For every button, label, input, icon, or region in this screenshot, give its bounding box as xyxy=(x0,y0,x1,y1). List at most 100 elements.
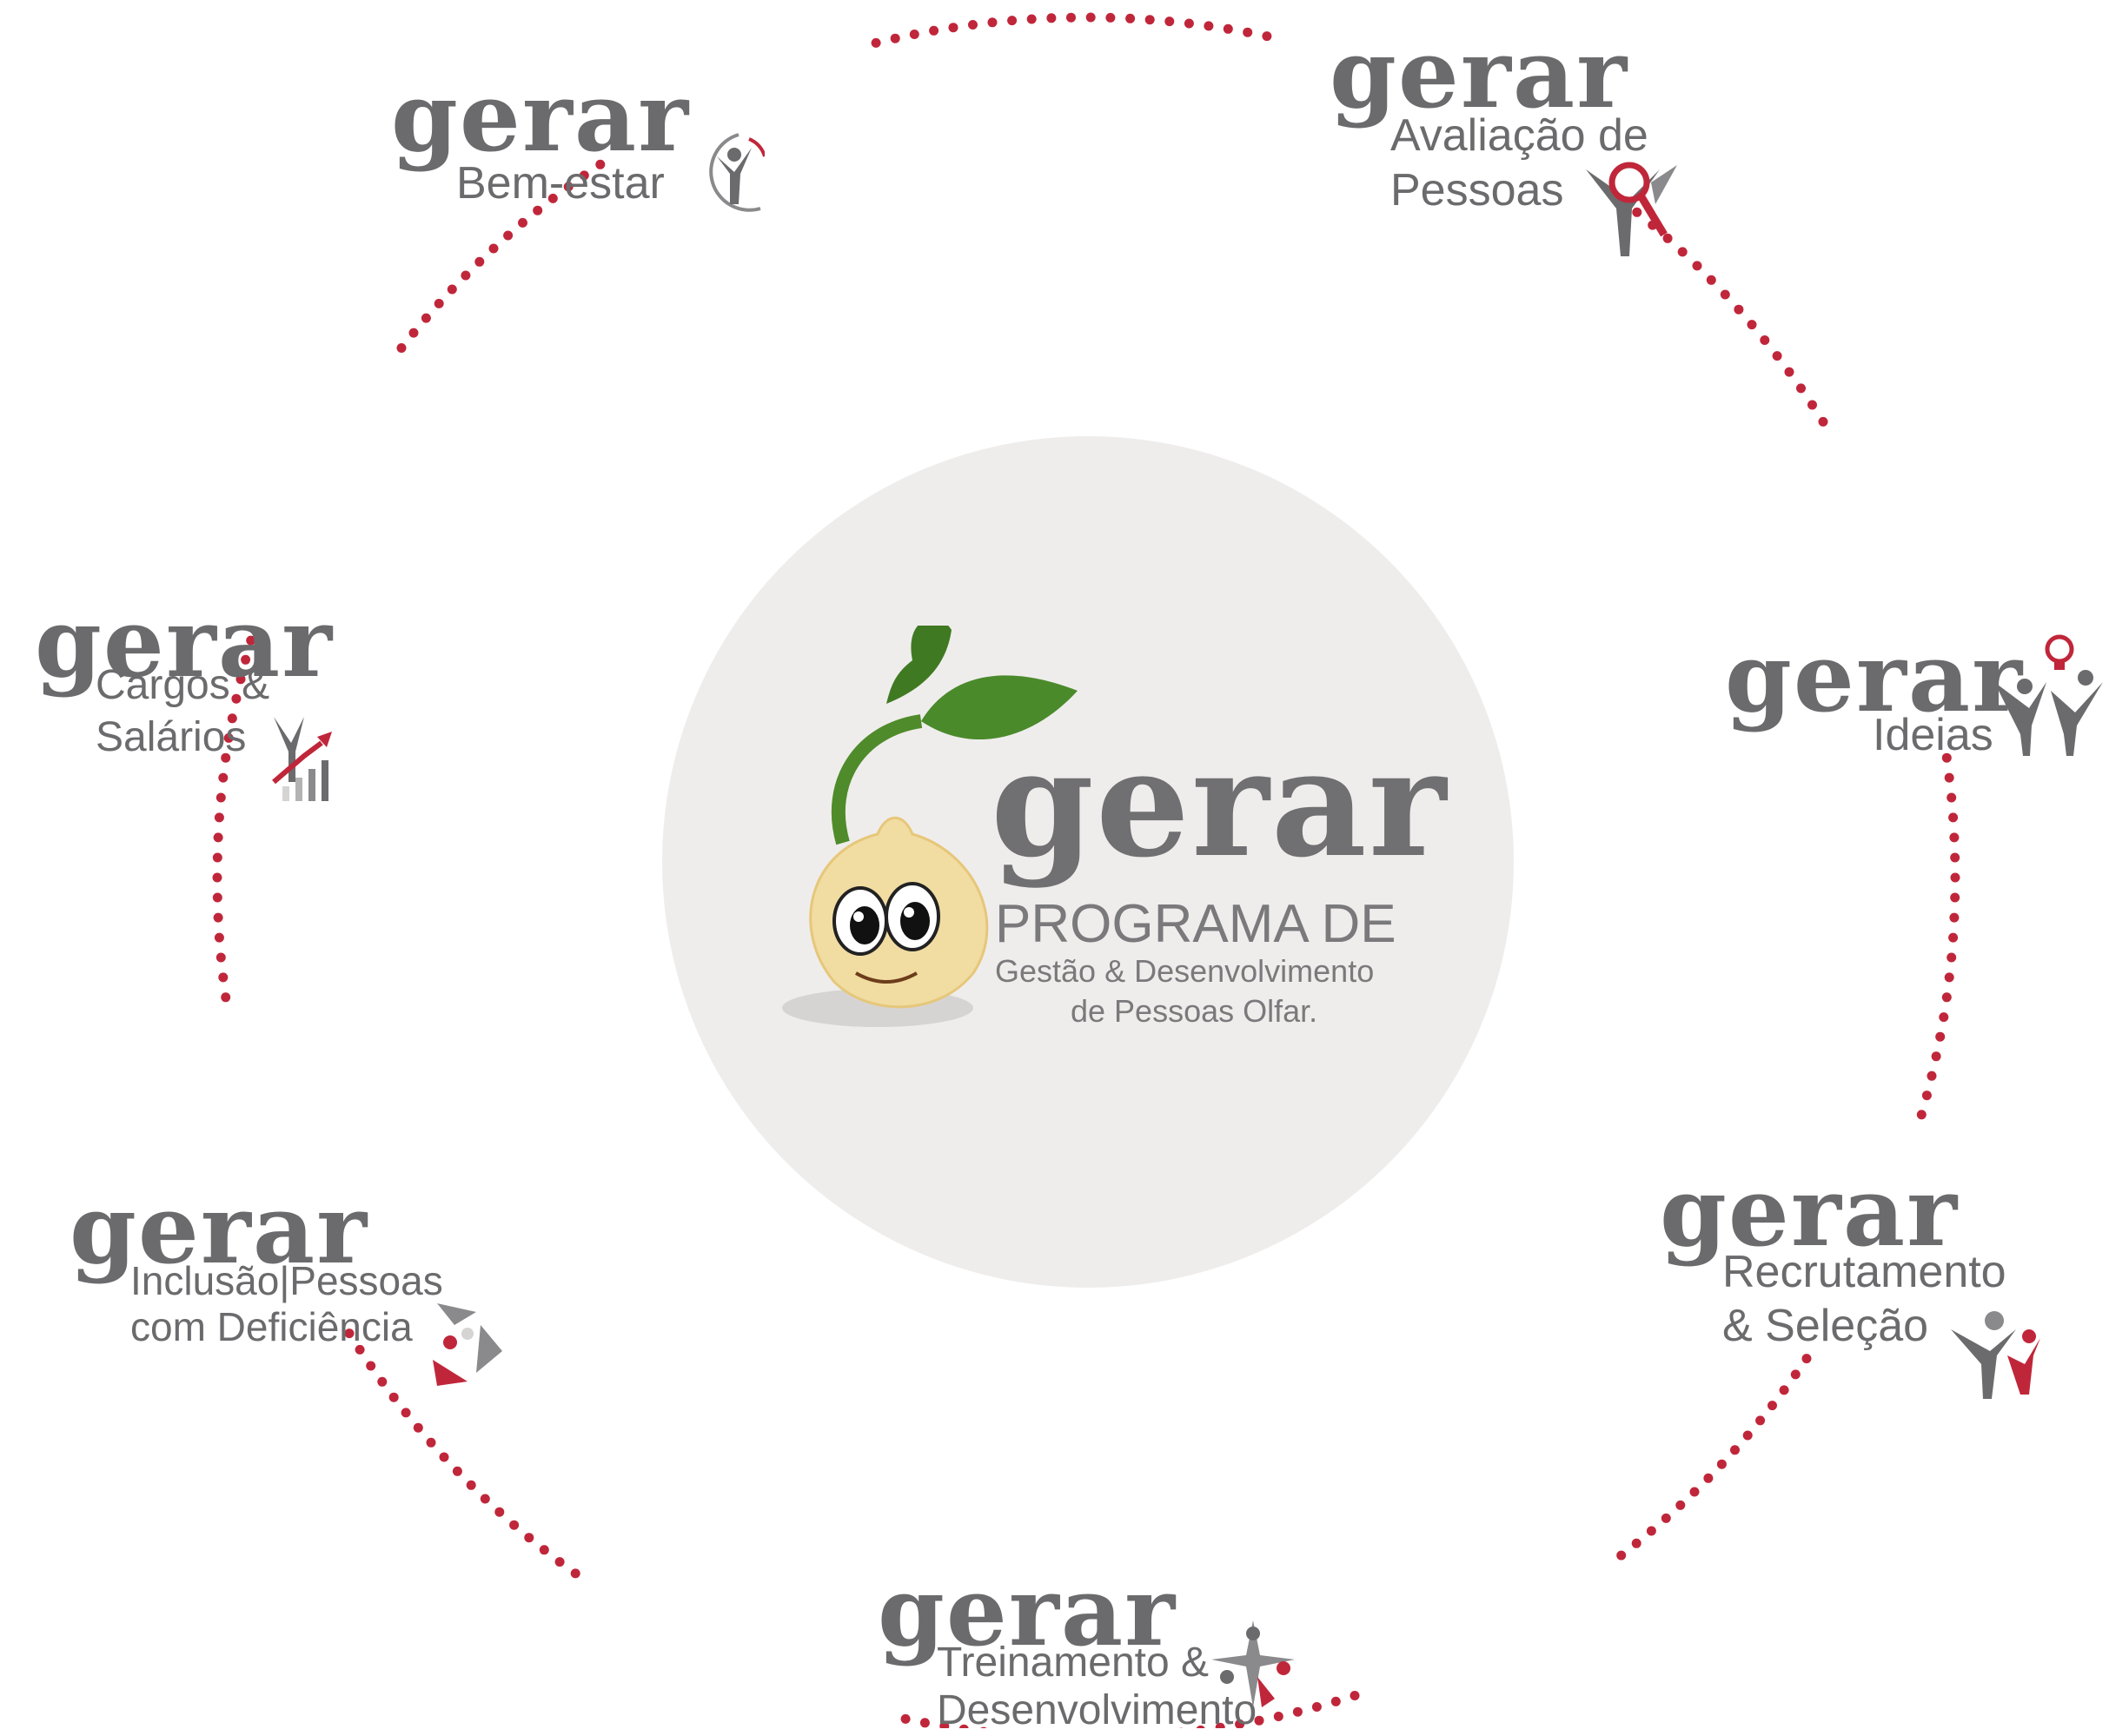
ring-dot xyxy=(1939,1012,1948,1022)
ring-dot xyxy=(218,972,228,982)
ring-dot xyxy=(1274,1712,1283,1721)
ring-dot xyxy=(215,812,224,822)
inclusao-label-2: com Deficiência xyxy=(130,1303,413,1351)
ring-dot xyxy=(968,20,978,30)
ring-dot xyxy=(1262,31,1271,41)
ring-dot xyxy=(213,873,222,883)
ring-dot xyxy=(1125,14,1135,23)
ring-dot xyxy=(1707,275,1716,285)
ring-dot xyxy=(503,231,513,241)
ring-dot xyxy=(481,1494,490,1504)
center-title: PROGRAMA DE xyxy=(995,893,1396,955)
ring-dot xyxy=(1647,1527,1656,1536)
center-brand: gerar xyxy=(991,730,1448,878)
ring-dot xyxy=(1616,1551,1626,1560)
ring-dot xyxy=(1819,417,1828,427)
ring-dot xyxy=(214,913,223,923)
ring-dot xyxy=(1945,972,1954,982)
ring-dot xyxy=(524,1533,534,1542)
ring-dot xyxy=(1675,1501,1685,1510)
ring-dot xyxy=(1734,305,1743,315)
ring-dot xyxy=(901,1714,911,1724)
ring-dot xyxy=(377,1377,387,1387)
star-people-icon xyxy=(1210,1616,1297,1712)
avaliacao-label-1: Avaliação de xyxy=(1390,109,1648,162)
ring-dot xyxy=(1791,1369,1801,1379)
ring-dot xyxy=(1730,1445,1740,1454)
ring-dot xyxy=(1948,933,1958,943)
ring-dot xyxy=(434,299,444,308)
ring-dot xyxy=(872,38,881,48)
ring-dot xyxy=(1755,1415,1765,1425)
ring-dot xyxy=(494,1507,504,1517)
ring-dot xyxy=(1949,832,1959,842)
ring-dot xyxy=(1802,1354,1812,1363)
ring-dot xyxy=(1948,812,1958,822)
ring-dot xyxy=(1027,15,1037,24)
two-people-icon xyxy=(1947,1303,2042,1403)
ring-dot xyxy=(427,1438,436,1448)
ring-dot xyxy=(1164,17,1174,26)
ring-dot xyxy=(1760,335,1769,345)
ring-dot xyxy=(1007,16,1017,25)
ring-dot xyxy=(453,1467,462,1476)
circle-arrows-icon xyxy=(428,1299,507,1390)
person-arc-icon xyxy=(695,130,765,213)
treinamento-label-1: Treinamento & xyxy=(937,1638,1209,1688)
ring-dot xyxy=(910,30,919,39)
ring-dot xyxy=(1243,28,1252,37)
ideias-label: Ideias xyxy=(1873,708,1993,762)
ring-dot xyxy=(1690,1488,1700,1497)
ring-dot xyxy=(1935,1032,1945,1042)
ring-dot xyxy=(1947,953,1956,963)
inclusao-label-1: Inclusão|Pessoas xyxy=(130,1257,443,1305)
center-subtitle-2: de Pessoas Olfar. xyxy=(1071,993,1317,1030)
ring-dot xyxy=(409,328,419,338)
growth-chart-icon xyxy=(269,712,335,804)
recrutamento-label-2: & Seleção xyxy=(1722,1299,1928,1353)
ring-dot xyxy=(1950,893,1960,903)
ring-dot xyxy=(1661,1514,1671,1523)
ring-dot xyxy=(1748,320,1757,329)
ring-dot xyxy=(1046,13,1056,23)
ring-dot xyxy=(218,773,228,783)
ring-dot xyxy=(461,271,470,281)
ring-dot xyxy=(509,1521,519,1530)
ring-dot xyxy=(1947,793,1956,803)
ring-dot xyxy=(1807,401,1817,410)
ring-dot xyxy=(1145,15,1155,24)
ring-dot xyxy=(920,1718,930,1727)
ring-dot xyxy=(1721,290,1730,300)
ring-dot xyxy=(1767,1401,1777,1410)
bem-estar-brand: gerar xyxy=(391,70,690,165)
cargos-label-1: Cargos & xyxy=(96,660,269,711)
center-subtitle-1: Gestão & Desenvolvimento xyxy=(995,953,1374,990)
ring-dot xyxy=(1086,13,1096,23)
ring-dot xyxy=(213,893,222,903)
ring-dot xyxy=(1331,1697,1341,1706)
ring-dot xyxy=(1184,19,1194,29)
ring-dot xyxy=(555,1557,565,1567)
ring-dot xyxy=(216,793,226,803)
ring-dot xyxy=(540,1545,549,1554)
ring-dot xyxy=(518,218,527,228)
ring-dot xyxy=(489,244,499,254)
ring-dot xyxy=(1942,992,1952,1002)
ring-dot xyxy=(1945,773,1954,783)
ring-dot xyxy=(1350,1691,1360,1700)
recrutamento-label-1: Recrutamento xyxy=(1722,1245,2006,1299)
ring-dot xyxy=(397,343,407,353)
cargos-label-2: Salários xyxy=(96,712,246,763)
ring-dot xyxy=(891,34,900,43)
ring-dot xyxy=(1204,21,1213,30)
avaliacao-brand: gerar xyxy=(1330,26,1628,122)
ring-dot xyxy=(1927,1071,1937,1081)
ring-dot xyxy=(1717,1460,1727,1469)
ring-dot xyxy=(949,23,958,32)
ring-dot xyxy=(1922,1090,1932,1100)
ring-dot xyxy=(1951,873,1960,883)
ring-dot xyxy=(467,1481,476,1490)
magnifier-person-icon xyxy=(1582,156,1681,261)
ring-dot xyxy=(571,1568,580,1578)
